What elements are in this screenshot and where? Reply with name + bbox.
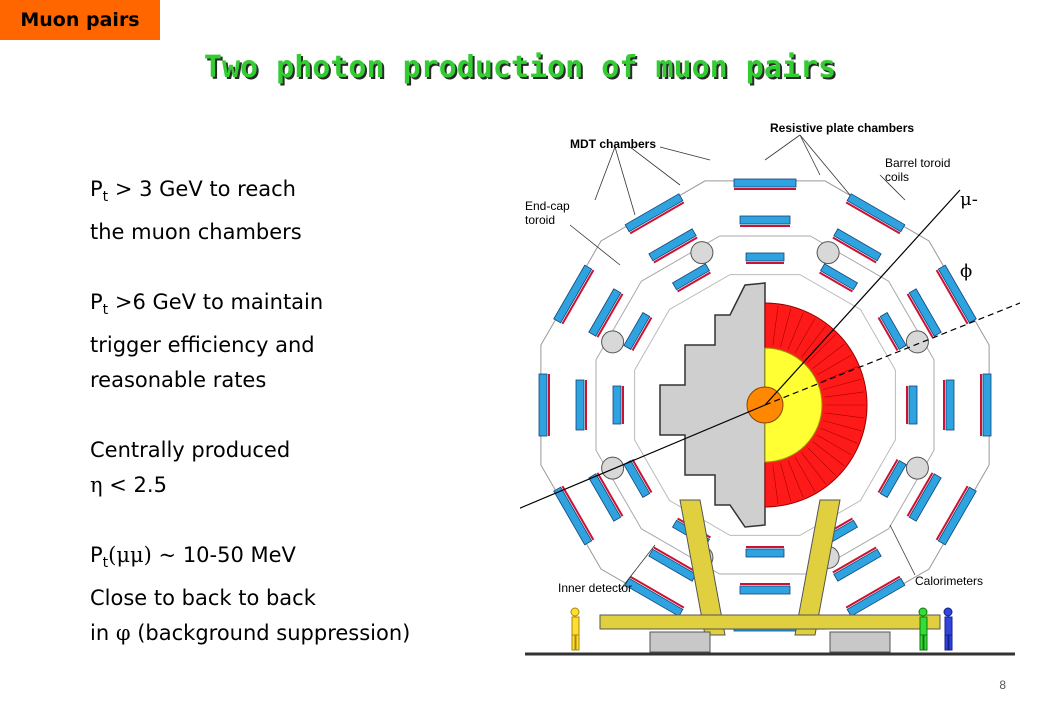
chamber xyxy=(739,215,791,227)
calo-segment xyxy=(772,305,779,346)
chamber xyxy=(819,263,859,293)
chamber xyxy=(832,228,882,264)
calo-segment xyxy=(816,354,852,376)
calo-segment xyxy=(824,412,865,419)
chamber xyxy=(739,583,791,595)
chamber xyxy=(671,263,711,293)
toroid-coil xyxy=(905,330,929,354)
chamber xyxy=(745,546,785,558)
support-structure xyxy=(525,499,1015,656)
calo-segment xyxy=(816,434,852,456)
page-number: 8 xyxy=(999,678,1006,692)
people-figures xyxy=(570,607,953,651)
calo-segment xyxy=(807,447,836,476)
chamber xyxy=(624,193,685,235)
text-line: trigger efficiency and xyxy=(90,333,315,357)
text-line: Pt > 3 GeV to reach xyxy=(90,177,296,205)
calo-segment xyxy=(801,452,827,485)
chamber xyxy=(845,193,906,235)
leader-lines xyxy=(569,134,916,591)
chamber xyxy=(943,379,955,431)
calo-segment xyxy=(787,460,804,498)
atlas-detector-diagram: MDT chambers Resistive plate chambers Ba… xyxy=(520,105,1020,670)
text-line: Close to back to back xyxy=(90,586,316,610)
section-tag: Muon pairs xyxy=(0,0,160,40)
slide-title: Two photon production of muon pairs xyxy=(203,50,837,85)
text-line: Pt >6 GeV to maintain xyxy=(90,290,324,318)
label-phi: ϕ xyxy=(960,261,972,282)
label-mdt-chambers: MDT chambers xyxy=(570,137,656,151)
chamber xyxy=(588,288,624,338)
toroid-coil xyxy=(816,241,840,265)
calo-segment xyxy=(822,378,862,390)
frame-ring xyxy=(634,274,896,536)
chamber xyxy=(538,373,550,437)
calo-segment xyxy=(820,427,858,444)
chamber xyxy=(553,485,595,546)
calo-segment xyxy=(780,308,792,348)
label-mu-minus: μ- xyxy=(960,189,978,210)
calo-segment xyxy=(820,366,858,383)
calo-segment xyxy=(812,343,845,369)
calo-segment xyxy=(794,456,816,492)
label-barrel-coils: coils xyxy=(885,170,909,184)
calo-segment xyxy=(807,334,836,363)
label-endcap-toroid: toroid xyxy=(525,213,555,227)
text-line: reasonable rates xyxy=(90,368,267,392)
chamber xyxy=(733,178,797,190)
text-line: the muon chambers xyxy=(90,220,302,244)
chamber xyxy=(623,311,653,351)
label-calorimeters: Calorimeters xyxy=(915,574,983,588)
toroid-coil xyxy=(905,456,929,480)
calo-segment xyxy=(787,312,804,350)
text-line: η < 2.5 xyxy=(90,473,167,497)
muon-chambers xyxy=(538,178,992,632)
chamber xyxy=(877,311,907,351)
chamber xyxy=(624,575,685,617)
calo-segment xyxy=(822,420,862,432)
chamber xyxy=(906,472,942,522)
chamber xyxy=(935,485,977,546)
text-line: Pt(μμ) ~ 10-50 MeV xyxy=(90,543,296,571)
chamber xyxy=(845,575,906,617)
calo-segment xyxy=(772,464,779,505)
calo-segment xyxy=(801,325,827,358)
chamber xyxy=(575,379,587,431)
toroid-coil xyxy=(601,456,625,480)
calo-segment xyxy=(812,441,845,467)
toroid-coil xyxy=(690,241,714,265)
chamber xyxy=(980,373,992,437)
chamber xyxy=(612,385,624,425)
label-barrel-toroid: Barrel toroid xyxy=(885,156,950,170)
chamber xyxy=(877,459,907,499)
chamber xyxy=(588,472,624,522)
label-rpc: Resistive plate chambers xyxy=(770,121,914,135)
chamber xyxy=(832,546,882,582)
chamber xyxy=(935,264,977,325)
toroid-coil xyxy=(601,330,625,354)
text-line: in φ (background suppression) xyxy=(90,621,411,645)
chamber xyxy=(553,264,595,325)
label-inner-detector: Inner detector xyxy=(558,581,632,595)
calo-segment xyxy=(794,318,816,354)
calo-segment xyxy=(780,462,792,502)
chamber xyxy=(906,385,918,425)
calo-segment xyxy=(824,391,865,398)
chamber xyxy=(745,252,785,264)
endcap-gear xyxy=(659,282,766,528)
calorimeter xyxy=(764,302,868,508)
chamber xyxy=(648,228,698,264)
label-endcap: End-cap xyxy=(525,199,570,213)
text-line: Centrally produced xyxy=(90,438,291,462)
chamber xyxy=(906,288,942,338)
muon-tracks xyxy=(520,189,1020,509)
bullet-text: Pt > 3 GeV to reach the muon chambers Pt… xyxy=(90,172,510,651)
